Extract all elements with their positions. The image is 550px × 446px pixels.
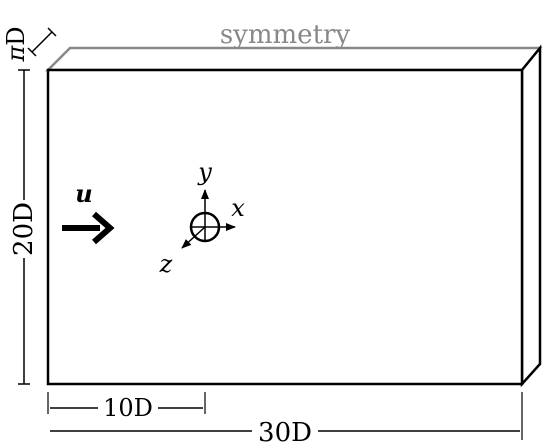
height-dimension-label: 20D (9, 202, 39, 256)
span-dimension: πD (2, 26, 57, 63)
total-length-dimension: 30D (50, 392, 523, 446)
symmetry-label: symmetry (220, 20, 351, 50)
cylinder-axes: x y z (159, 158, 246, 278)
top-face (44, 46, 543, 72)
flow-velocity-label: u (75, 179, 92, 208)
upstream-length-dimension: 10D (47, 392, 206, 422)
front-face (46, 68, 524, 386)
right-face (520, 44, 542, 388)
z-axis (181, 226, 206, 249)
z-axis-label: z (159, 250, 173, 278)
x-axis-label: x (231, 194, 245, 222)
span-dimension-label: πD (2, 26, 30, 62)
flow-arrow: u (62, 179, 115, 245)
upstream-length-label: 10D (103, 394, 153, 422)
height-dimension: 20D (9, 69, 39, 385)
total-length-label: 30D (258, 418, 312, 446)
y-axis-label: y (197, 158, 212, 186)
